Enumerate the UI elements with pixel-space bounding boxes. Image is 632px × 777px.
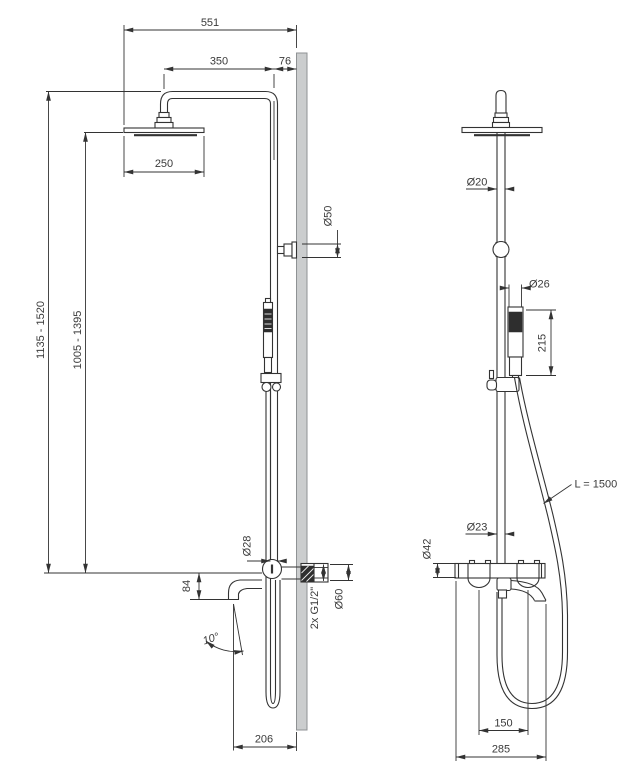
dim-arm-pipe-diameter: Ø20	[466, 177, 515, 192]
wall-bracket	[276, 241, 298, 259]
dim-hose-length: L = 1500	[543, 479, 618, 504]
dim-label-spout-drop: 84	[181, 580, 193, 592]
hose-nipple	[497, 589, 508, 599]
dim-spout-projection: 206	[233, 732, 297, 751]
dim-label-hose-length: L = 1500	[575, 479, 618, 491]
dim-label-arm-pipe-diameter: Ø20	[467, 177, 488, 189]
dim-head-diameter: 250	[123, 136, 205, 177]
dim-overall-body-width: 285	[455, 581, 547, 761]
dim-label-arm-reach: 350	[210, 56, 228, 68]
dim-body-diameter: Ø42	[422, 539, 456, 578]
hand-shower-front	[507, 306, 524, 381]
mixer-handle-left	[467, 559, 492, 588]
dim-label-handle-spacing: 150	[494, 718, 512, 730]
riser-pipe-front	[496, 132, 506, 564]
diverter-block	[496, 577, 512, 592]
mixer-handle-right	[516, 559, 541, 588]
hand-shower-grip	[263, 308, 273, 333]
mixer-valve-front	[454, 559, 547, 602]
shower-arm-and-riser	[159, 90, 279, 563]
pipe-connector-front	[492, 240, 510, 259]
hand-shower-side	[262, 297, 274, 374]
bath-spout-side	[227, 579, 262, 601]
dim-spout-angle: 10°	[201, 603, 244, 751]
shower-arm-front	[491, 89, 511, 129]
dim-label-riser-height-range: 1005 - 1395	[72, 311, 84, 370]
dim-spout-drop: 84	[181, 572, 237, 600]
dim-label-overall-body-width: 285	[492, 744, 510, 756]
shower-hose-side	[265, 391, 281, 709]
dim-label-riser-pipe-diameter: Ø23	[467, 522, 488, 534]
overhead-shower-plate	[123, 127, 205, 137]
dim-wall-connection: 2x G1/2"	[309, 564, 326, 630]
dim-label-riser-diameter: Ø28	[242, 536, 254, 557]
front-view: Ø20 Ø26 215 L = 1500 Ø23	[422, 89, 618, 761]
dim-label-overall-width: 551	[201, 17, 219, 29]
hand-shower-holder-front	[486, 369, 520, 393]
dim-riser-height-range: 1005 - 1395	[72, 132, 123, 574]
bath-spout-front	[510, 579, 547, 602]
dim-label-handshower-diameter: Ø26	[529, 279, 550, 291]
dim-label-wall-offset: 76	[279, 56, 291, 68]
overhead-shower-front	[461, 126, 543, 137]
dim-handle-spacing: 150	[478, 590, 529, 735]
dim-label-body-diameter: Ø42	[422, 539, 434, 560]
dim-label-spout-angle: 10°	[201, 631, 221, 648]
mixer-valve-side	[261, 558, 329, 583]
dim-handshower-diameter: Ø26	[499, 279, 550, 307]
dim-label-wall-connection: 2x G1/2"	[309, 587, 321, 630]
dim-label-escutcheon-diameter: Ø60	[334, 589, 346, 610]
dim-overall-width: 551	[123, 17, 297, 125]
dim-label-overall-height-range: 1135 - 1520	[35, 301, 47, 359]
dim-handshower-length: 215	[526, 309, 556, 376]
dim-riser-pipe-diameter: Ø23	[465, 522, 515, 537]
dim-arm-reach: 350	[163, 56, 275, 89]
hand-shower-holder-side	[260, 372, 282, 393]
shower-hose-front	[496, 377, 569, 710]
dim-label-wall-bracket-diameter: Ø50	[323, 206, 335, 227]
dim-riser-diameter: Ø28	[242, 536, 287, 564]
dim-wall-offset: 76	[273, 56, 297, 72]
dim-label-head-diameter: 250	[155, 158, 173, 170]
dim-escutcheon-diameter: Ø60	[330, 564, 353, 610]
dim-label-handshower-length: 215	[537, 334, 549, 352]
shower-head-connector	[154, 111, 174, 129]
dim-wall-bracket-diameter: Ø50	[302, 206, 341, 258]
dim-overall-height-range: 1135 - 1520	[35, 91, 262, 574]
hand-shower-face	[508, 311, 523, 333]
dim-label-spout-projection: 206	[255, 734, 273, 746]
side-view: 551 350 76 250 Ø50	[35, 17, 353, 751]
wall-section	[296, 52, 308, 731]
